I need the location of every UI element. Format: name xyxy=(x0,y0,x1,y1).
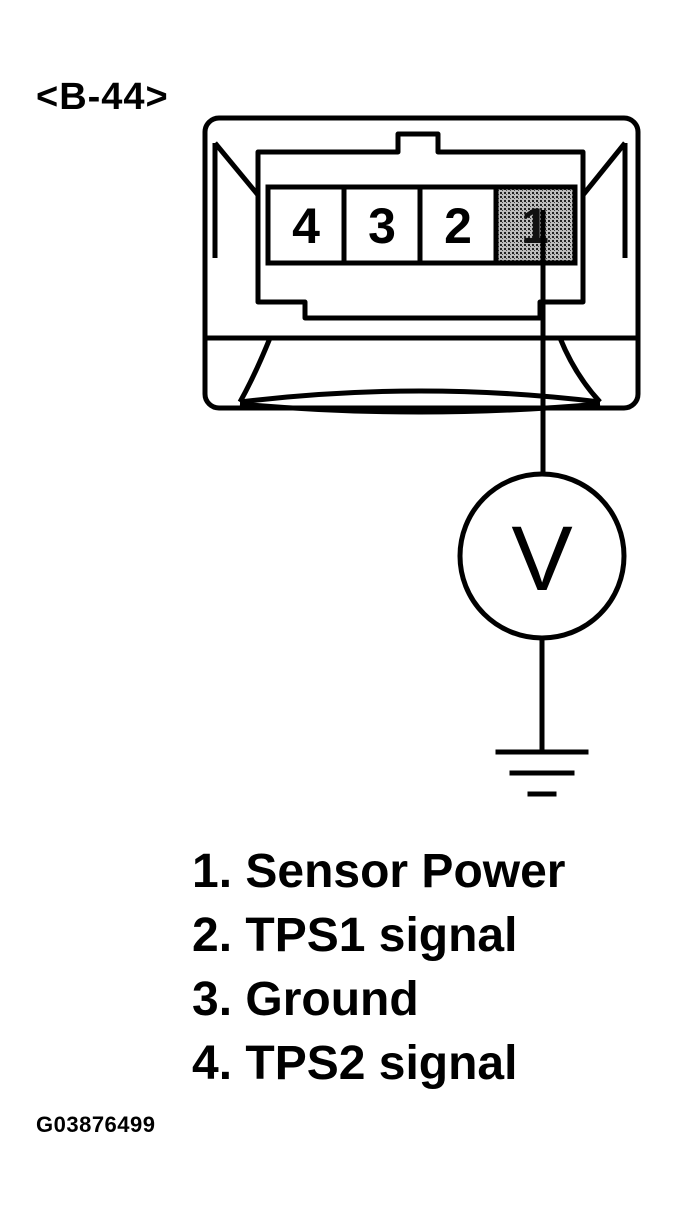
pin-row: 4 3 2 1 xyxy=(265,184,578,266)
figure-code: G03876499 xyxy=(36,1112,156,1137)
pin-cavity-4 xyxy=(265,184,347,266)
pin-cavity-3 xyxy=(341,184,423,266)
pin-legend: 1. Sensor Power 2. TPS1 signal 3. Ground… xyxy=(192,840,565,1096)
connector-housing xyxy=(202,115,641,415)
connector-id-label: <B-44> xyxy=(36,76,169,118)
voltmeter-symbol: V xyxy=(511,508,572,610)
legend-item-pin-3: 3. Ground xyxy=(192,973,419,1026)
pin-number-3: 3 xyxy=(368,198,396,254)
legend-item-pin-4: 4. TPS2 signal xyxy=(192,1037,518,1090)
pin-cavity-1-highlighted xyxy=(493,184,578,266)
pin-number-2: 2 xyxy=(444,198,472,254)
voltmeter-icon: V xyxy=(457,471,627,641)
ground-icon xyxy=(495,749,589,797)
legend-item-pin-1: 1. Sensor Power xyxy=(192,845,566,898)
legend-item-pin-2: 2. TPS1 signal xyxy=(192,909,518,962)
pin-number-4: 4 xyxy=(292,198,320,254)
